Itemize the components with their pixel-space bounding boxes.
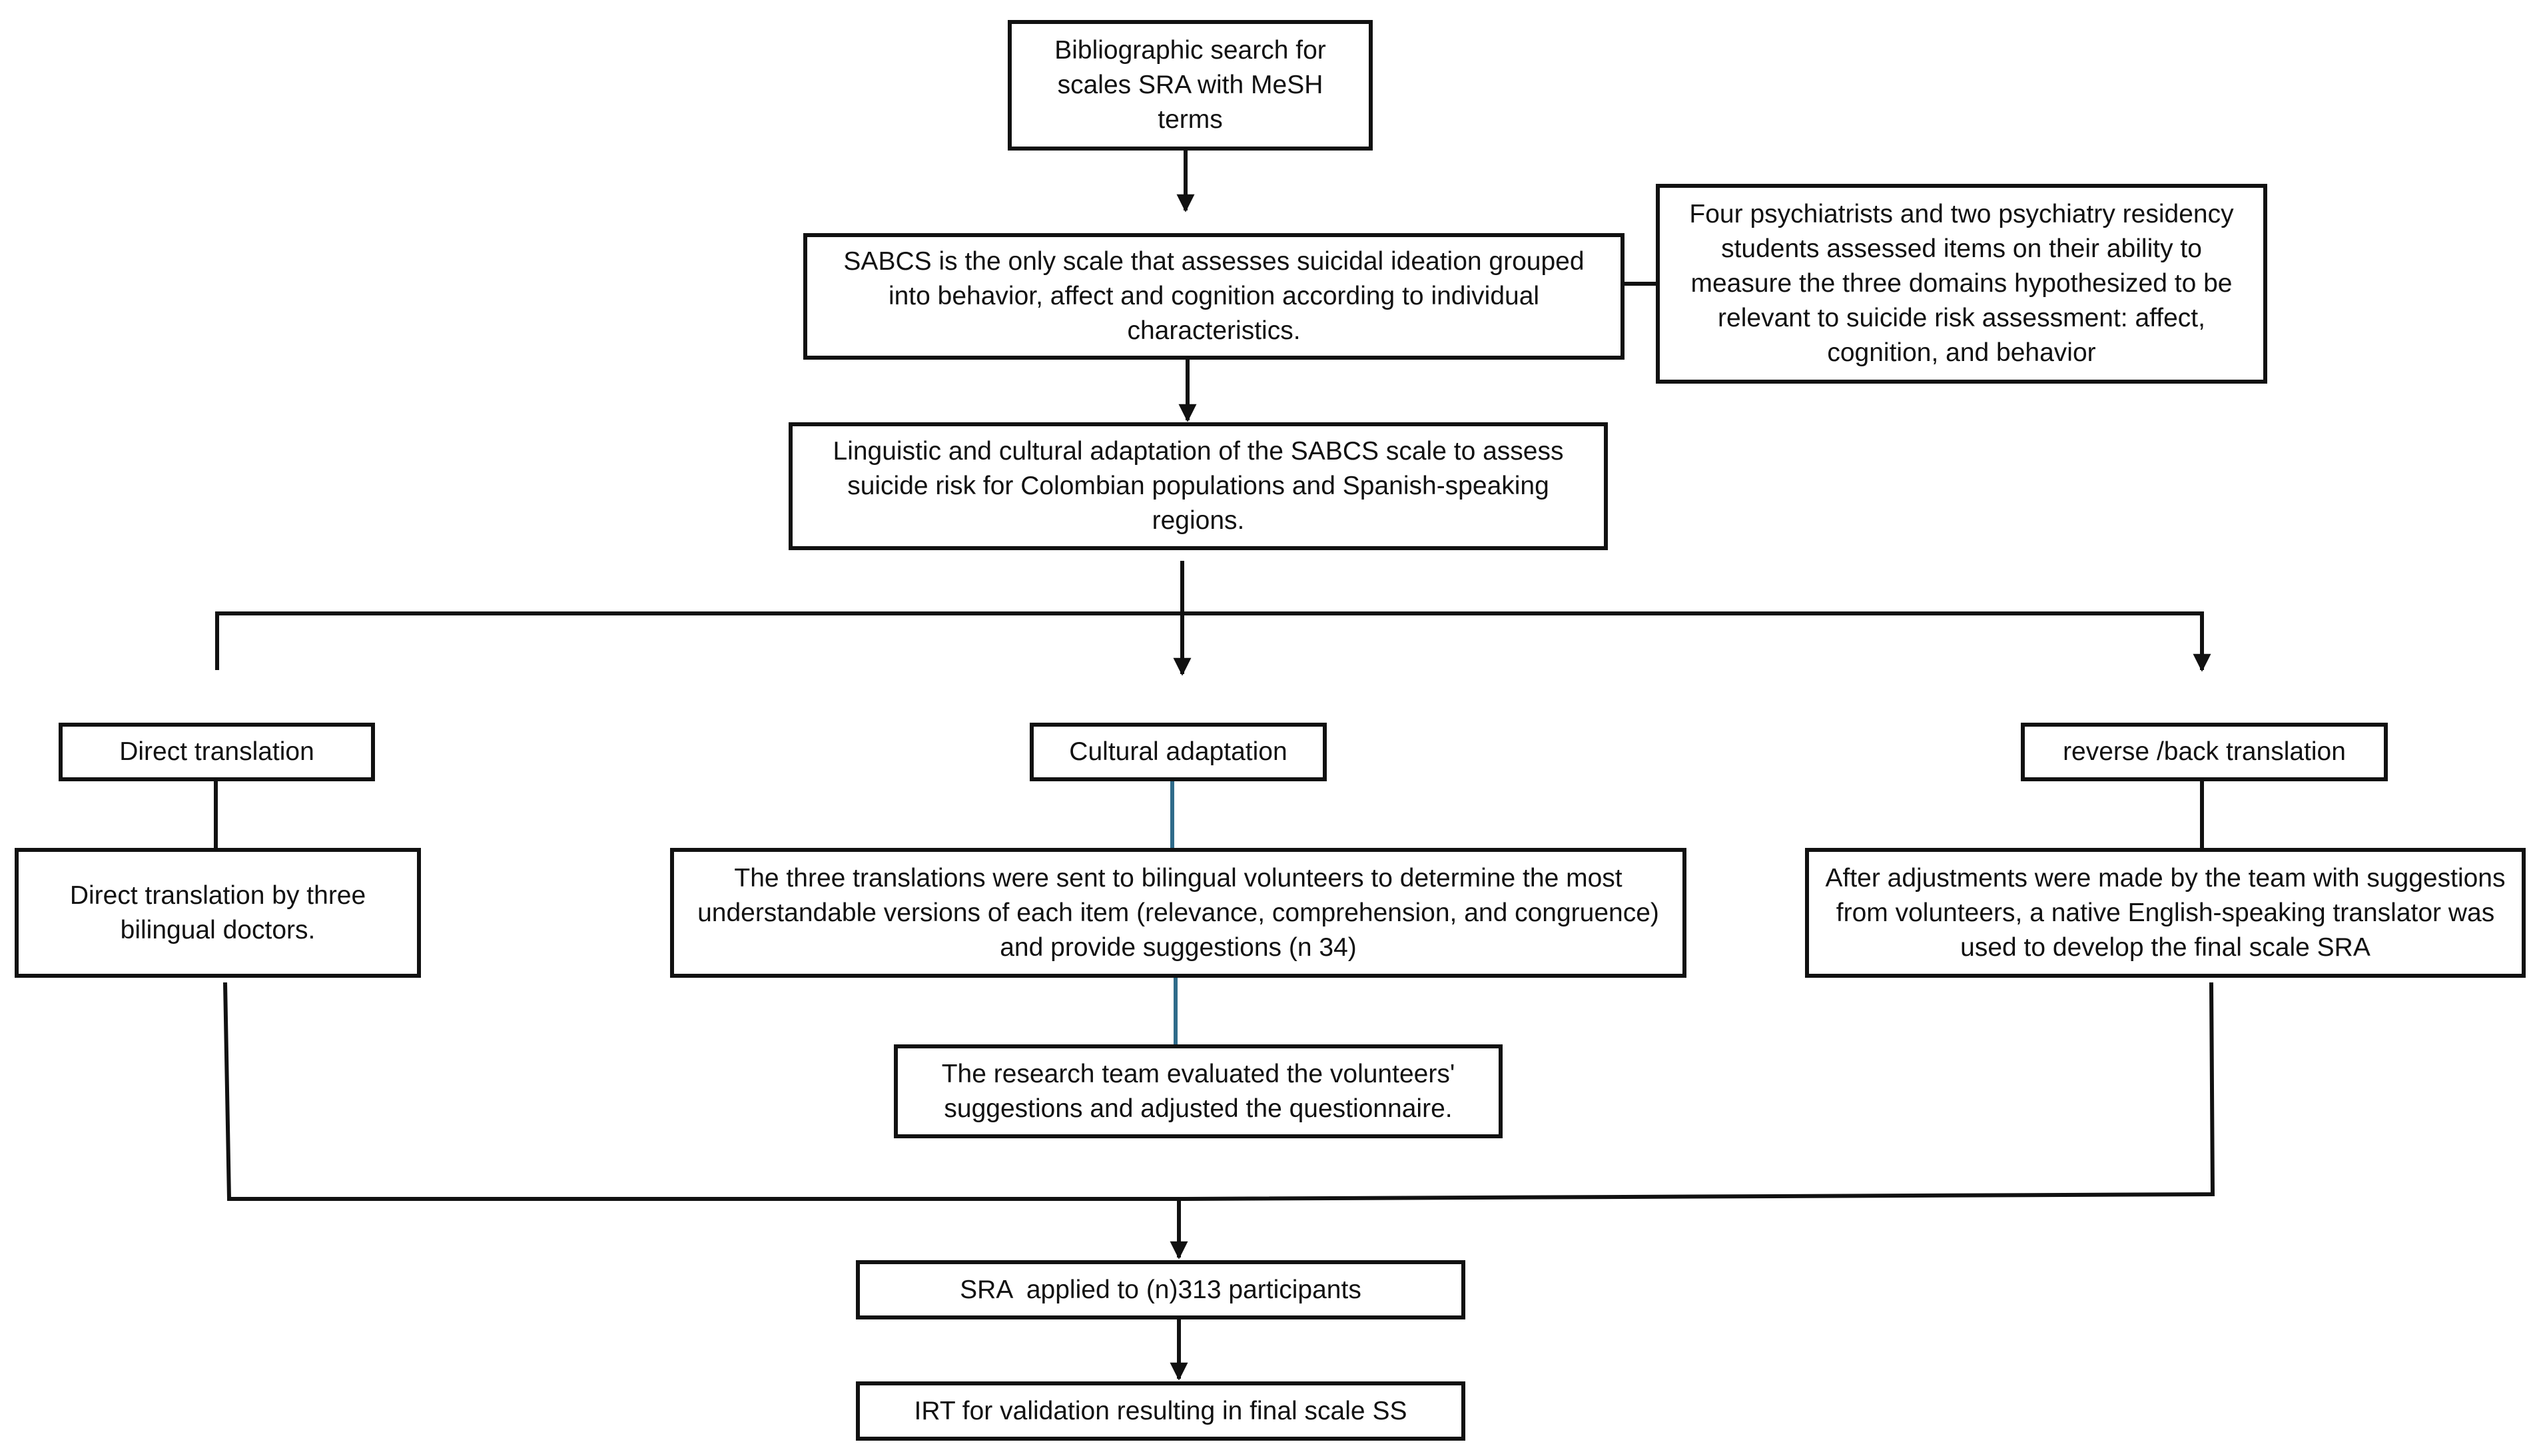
volunteers-detail-text: The three translations were sent to bili… [697,863,1659,962]
psychiatrists-assessment-text: Four psychiatrists and two psychiatry re… [1689,200,2234,367]
direct-translation-text: Direct translation [119,737,314,766]
back-translation-detail-text: After adjustments were made by the team … [1825,863,2506,962]
research-team-text: The research team evaluated the voluntee… [941,1059,1455,1123]
merge-left [223,982,1179,1201]
direct-translation-box: Direct translation [59,723,375,781]
adaptation-text: Linguistic and cultural adaptation of th… [833,437,1564,535]
cultural-adaptation-text: Cultural adaptation [1069,737,1287,766]
direct-translation-detail-box: Direct translation by three bilingual do… [15,848,421,978]
back-translation-detail-box: After adjustments were made by the team … [1805,848,2526,978]
volunteers-detail-box: The three translations were sent to bili… [670,848,1686,978]
irt-validation-text: IRT for validation resulting in final sc… [914,1396,1407,1425]
cultural-adaptation-box: Cultural adaptation [1030,723,1327,781]
branch-bar [215,611,2211,672]
sabcs-only-scale-box: SABCS is the only scale that assesses su… [803,233,1625,360]
research-team-box: The research team evaluated the voluntee… [894,1044,1503,1138]
bibliographic-search-box: Bibliographic search for scales SRA with… [1008,20,1373,151]
back-translation-text: reverse /back translation [2063,737,2346,766]
adaptation-box: Linguistic and cultural adaptation of th… [789,422,1608,550]
sra-applied-text: SRA applied to (n)313 participants [960,1275,1361,1304]
irt-validation-box: IRT for validation resulting in final sc… [856,1381,1465,1441]
sra-applied-box: SRA applied to (n)313 participants [856,1260,1465,1319]
psychiatrists-assessment-box: Four psychiatrists and two psychiatry re… [1656,184,2267,384]
back-translation-box: reverse /back translation [2021,723,2388,781]
merge-right [1178,982,2215,1201]
bibliographic-search-text: Bibliographic search for scales SRA with… [1054,36,1326,134]
sabcs-only-scale-text: SABCS is the only scale that assesses su… [843,247,1585,345]
direct-translation-detail-text: Direct translation by three bilingual do… [69,881,366,944]
